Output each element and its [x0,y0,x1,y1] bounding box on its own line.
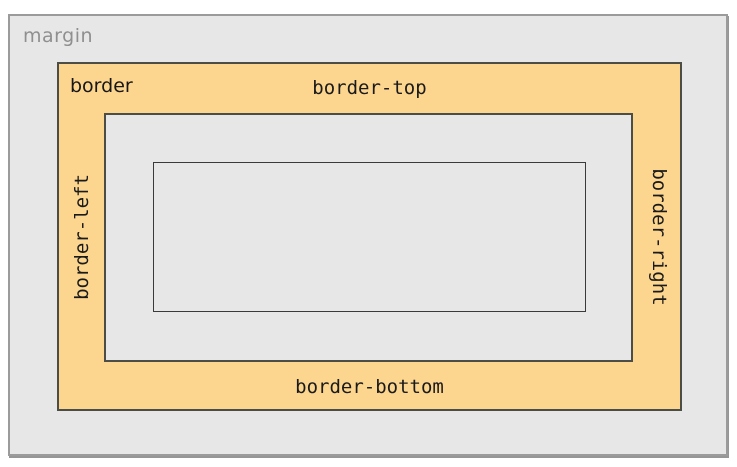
border-right-label: border-right [648,167,670,306]
margin-area: margin border border-top border-left bor… [8,14,728,456]
content-box [153,162,586,312]
border-label: border [70,75,133,97]
margin-label: margin [23,25,94,47]
border-left-label: border-left [71,173,93,300]
padding-area [104,113,633,362]
border-top-label: border-top [312,77,427,99]
border-bottom-label: border-bottom [295,376,444,398]
border-area: border border-top border-left border-rig… [57,62,682,411]
